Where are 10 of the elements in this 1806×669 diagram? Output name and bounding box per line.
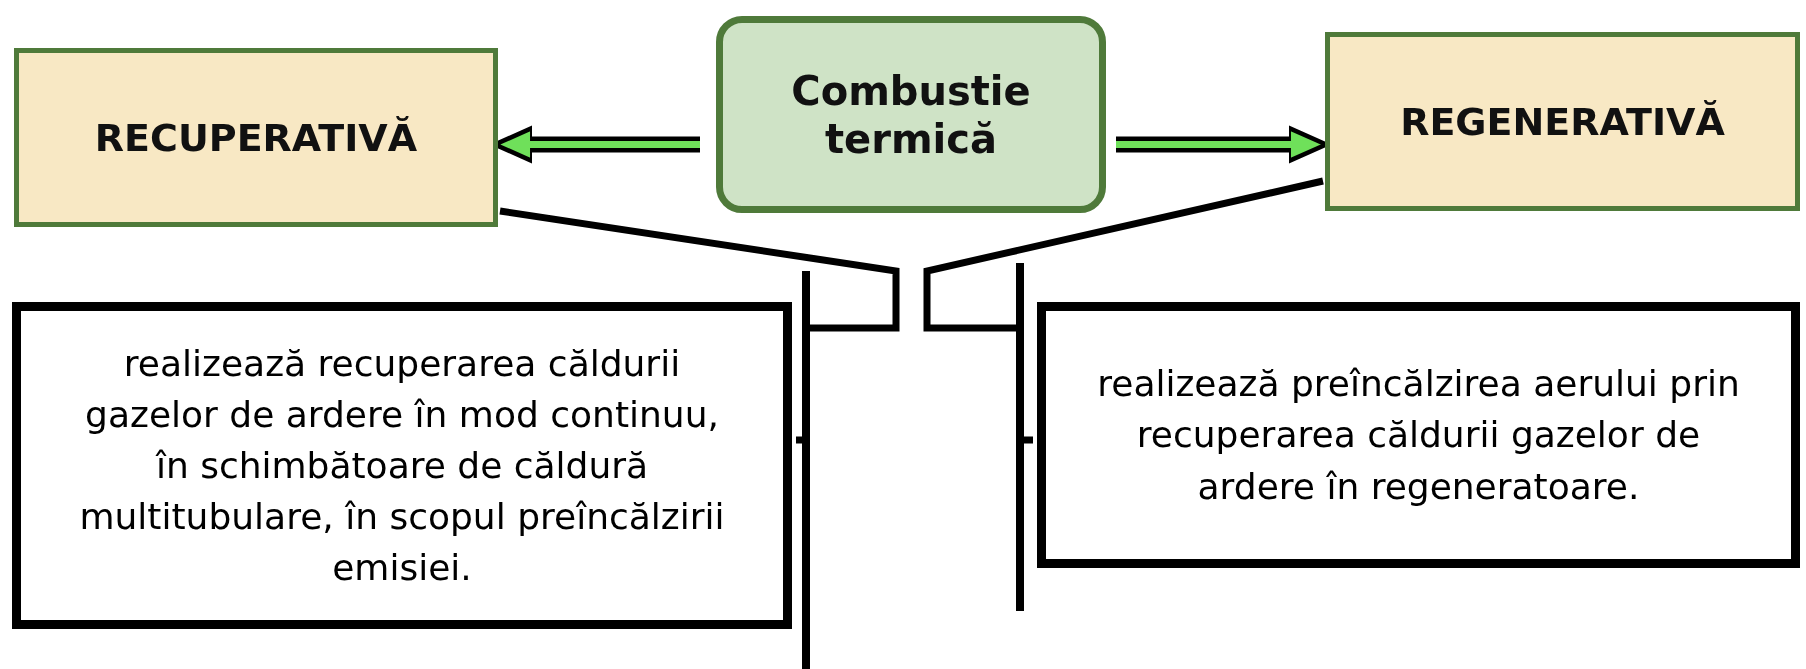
heading-text: REGENERATIVĂ [1400,99,1725,144]
description-text: realizează preîncălzirea aerului prin recuperarea căldurii gazelor de ardere în regeneratoare. [1096,362,1741,509]
description-box [12,302,792,629]
heading-text: Combustie termică [790,66,1032,163]
heading-text: RECUPERATIVĂ [94,115,418,160]
rounded-box [716,16,1106,213]
heading-box [1325,32,1800,211]
description-text: realizează recuperarea căldurii gazelor de ardere în mod continuu, în schimbătoare de căldură multitubulare, în scopul preîncălzirii emisiei. [78,341,726,591]
description-box [1037,302,1800,568]
heading-box [14,48,498,227]
